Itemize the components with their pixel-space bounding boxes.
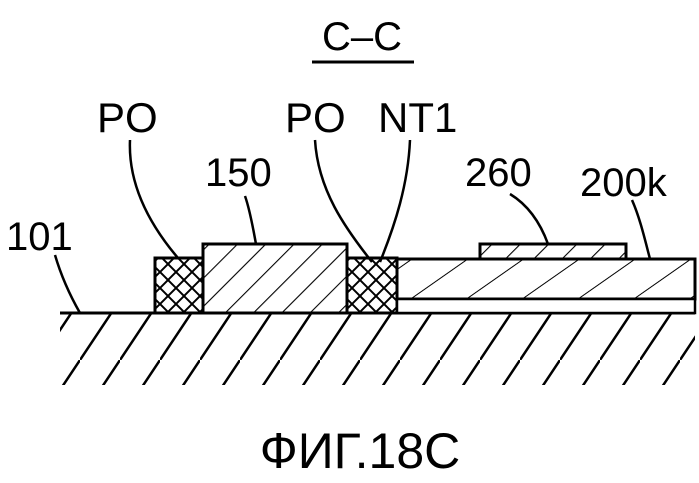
leader-200k xyxy=(632,200,650,259)
leader-150 xyxy=(245,196,256,244)
section-title: C–C xyxy=(322,15,402,59)
layer-200k-base xyxy=(397,299,695,313)
figure-caption: ФИГ.18С xyxy=(260,423,461,479)
label-200k: 200k xyxy=(580,161,668,205)
leader-po-left xyxy=(130,140,178,258)
label-260: 260 xyxy=(465,151,532,195)
layer-200k xyxy=(397,259,695,299)
leader-260 xyxy=(510,194,548,244)
element-260 xyxy=(480,244,626,259)
label-po-left: PO xyxy=(97,94,158,141)
po-block-right xyxy=(347,258,397,313)
substrate-101 xyxy=(60,313,695,385)
label-150: 150 xyxy=(205,151,272,195)
po-block-left xyxy=(155,258,203,313)
label-101: 101 xyxy=(6,215,73,259)
leader-101 xyxy=(55,255,80,313)
label-nt1: NT1 xyxy=(378,94,457,141)
label-po-right: PO xyxy=(285,94,346,141)
leader-nt1 xyxy=(380,140,410,262)
element-150 xyxy=(203,244,347,313)
